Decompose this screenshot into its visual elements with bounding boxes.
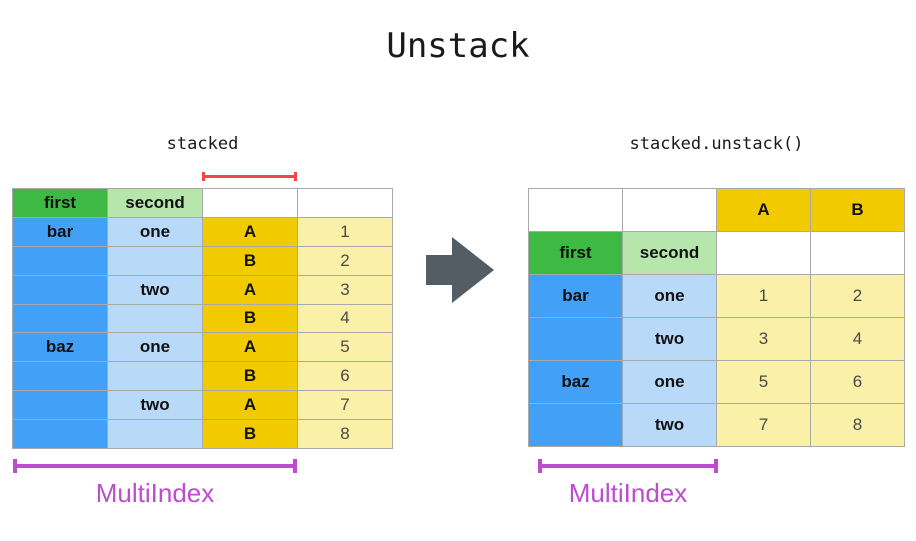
- table-cell: two: [623, 404, 716, 446]
- table-cell: 1: [717, 275, 810, 317]
- table-cell: B: [203, 362, 297, 391]
- table-cell: second: [108, 189, 202, 217]
- table-cell: 3: [717, 318, 810, 360]
- table-cell: B: [203, 304, 297, 333]
- table-cell: one: [108, 217, 202, 246]
- table-cell: [623, 189, 716, 231]
- table-cell: [108, 304, 202, 333]
- table-cell: [13, 246, 107, 275]
- table-cell: [811, 232, 904, 274]
- page-title: Unstack: [386, 26, 530, 66]
- table-cell: 3: [298, 275, 392, 304]
- multiindex-bracket-right: [538, 459, 718, 473]
- table-cell: 5: [717, 361, 810, 403]
- table-cell: 1: [298, 217, 392, 246]
- table-cell: two: [108, 391, 202, 420]
- table-cell: one: [623, 361, 716, 403]
- column-level-bracket: [202, 172, 297, 181]
- table-cell: A: [203, 217, 297, 246]
- table-cell: 6: [298, 362, 392, 391]
- table-cell: A: [203, 275, 297, 304]
- table-cell: 6: [811, 361, 904, 403]
- table-cell: 7: [717, 404, 810, 446]
- table-cell: baz: [13, 333, 107, 362]
- table-cell: B: [203, 420, 297, 448]
- table-cell: [108, 420, 202, 448]
- table-cell: 4: [811, 318, 904, 360]
- table-cell: [203, 189, 297, 217]
- table-cell: [529, 318, 622, 360]
- table-cell: first: [13, 189, 107, 217]
- multiindex-bracket-left: [13, 459, 297, 473]
- table-cell: 7: [298, 391, 392, 420]
- table-cell: one: [108, 333, 202, 362]
- table-cell: bar: [13, 217, 107, 246]
- table-cell: [13, 420, 107, 448]
- table-cell: [298, 189, 392, 217]
- table-cell: [13, 362, 107, 391]
- table-cell: [13, 275, 107, 304]
- table-cell: [13, 304, 107, 333]
- table-cell: baz: [529, 361, 622, 403]
- unstack-code-label: stacked.unstack(): [629, 134, 804, 154]
- table-cell: 4: [298, 304, 392, 333]
- table-cell: 5: [298, 333, 392, 362]
- table-cell: [108, 246, 202, 275]
- table-cell: A: [203, 391, 297, 420]
- table-cell: two: [108, 275, 202, 304]
- table-cell: B: [811, 189, 904, 231]
- table-cell: 8: [298, 420, 392, 448]
- table-cell: A: [203, 333, 297, 362]
- table-cell: 2: [298, 246, 392, 275]
- table-cell: one: [623, 275, 716, 317]
- table-cell: A: [717, 189, 810, 231]
- multiindex-label-left: MultiIndex: [95, 478, 215, 508]
- table-cell: B: [203, 246, 297, 275]
- multiindex-label-right: MultiIndex: [568, 478, 688, 508]
- table-cell: 2: [811, 275, 904, 317]
- table-cell: [108, 362, 202, 391]
- table-cell: bar: [529, 275, 622, 317]
- table-cell: [529, 189, 622, 231]
- table-cell: [717, 232, 810, 274]
- stacked-label: stacked: [166, 134, 239, 154]
- arrow-icon: [452, 237, 494, 303]
- table-cell: second: [623, 232, 716, 274]
- table-cell: first: [529, 232, 622, 274]
- arrow-icon: [426, 255, 454, 285]
- table-cell: [13, 391, 107, 420]
- table-cell: two: [623, 318, 716, 360]
- table-cell: [529, 404, 622, 446]
- table-cell: 8: [811, 404, 904, 446]
